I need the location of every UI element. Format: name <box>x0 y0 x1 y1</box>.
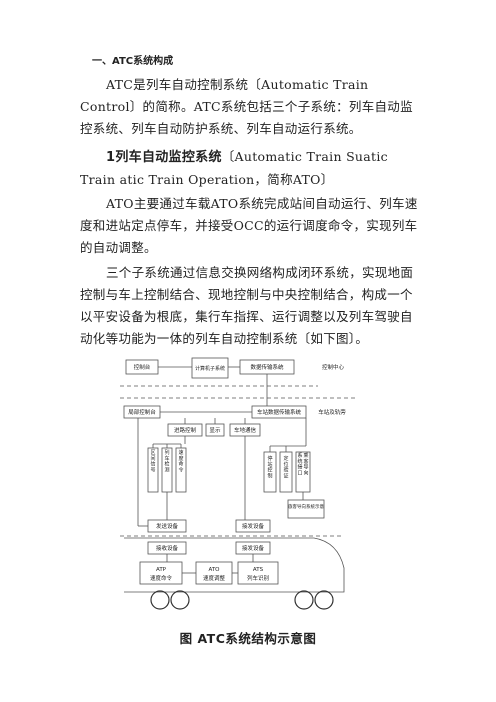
label-control-center: 控制中心 <box>322 363 345 371</box>
label-interface: 系统接口乘客导向 <box>297 452 308 476</box>
label-display: 显示 <box>209 427 221 434</box>
figure-caption: 图 ATC系统结构示意图 <box>179 631 317 646</box>
label-recv-2: 接发设备 <box>242 544 265 552</box>
label-stop-control: 停站控制 <box>267 455 272 479</box>
label-section-signal: 区间信号 <box>150 450 155 473</box>
label-speed-cmd: 速度命令 <box>178 450 183 473</box>
label-recv-1: 接收设备 <box>156 544 179 552</box>
label-local-desk: 局部控制台 <box>128 408 156 416</box>
label-train-comm: 车地通信 <box>234 426 257 434</box>
label-send: 发送设备 <box>156 522 179 530</box>
label-control-desk: 控制台 <box>134 363 151 371</box>
label-atp: ATP <box>156 567 167 573</box>
label-recv-top: 接发设备 <box>242 522 265 530</box>
box-computer <box>191 357 229 379</box>
atc-structure-diagram: 控制台 计算机子系统 数据传输系统 控制中心 局部控制台 车站数据传输系统 车站… <box>120 357 356 610</box>
label-atp-sub: 速度命令 <box>150 574 173 582</box>
paragraph-ats-title: 1列车自动监控系统〔Automatic Train Suatic Train a… <box>80 146 422 191</box>
label-ats-sub: 列车识别 <box>247 574 269 582</box>
paragraph-lead-rest: 〔Automatic Train Suatic Train atic Train… <box>80 149 388 187</box>
label-passenger-guide: 旅客导向系统示意 <box>288 503 324 510</box>
label-ato: ATO <box>208 567 220 573</box>
label-position: 定位验证 <box>283 455 288 479</box>
label-ato-sub: 速度调整 <box>203 574 226 582</box>
label-station-track: 车站及轨旁 <box>318 408 346 416</box>
paragraph-subsystems: 三个子系统通过信息交换网络构成闭环系统，实现地面控制与车上控制结合、现地控制与中… <box>80 265 414 346</box>
label-station-data: 车站数据传输系统 <box>257 408 302 416</box>
box-recv-top <box>235 519 271 533</box>
label-computer: 计算机子系统 <box>195 365 225 372</box>
section-heading: 一、ATC系统构成 <box>92 56 174 67</box>
label-data-tx: 数据传输系统 <box>250 363 284 371</box>
label-train-detect: 列车检测 <box>164 449 169 473</box>
paragraph-ato: ATO主要通过车载ATO系统完成站间自动运行、列车速度和进站定点停车，并接受OC… <box>80 196 418 255</box>
paragraph-intro: ATC是列车自动控制系统〔Automatic Train Control〕的简称… <box>80 77 413 136</box>
box-passenger-guide <box>287 499 325 519</box>
label-ats: ATS <box>253 567 264 573</box>
label-route: 进路控制 <box>174 426 197 434</box>
paragraph-lead: 1列车自动监控系统 <box>106 150 222 165</box>
